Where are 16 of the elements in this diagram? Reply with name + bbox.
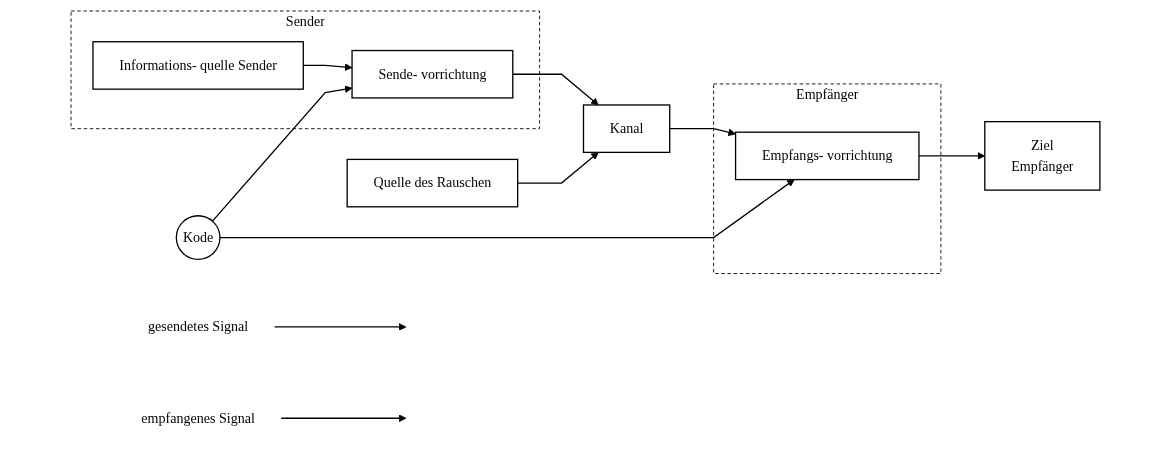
node-circle: Kode bbox=[175, 215, 221, 260]
arrow bbox=[280, 414, 407, 423]
arrow bbox=[669, 128, 736, 137]
node-box: Sende- vorrichtung bbox=[351, 49, 514, 99]
arrow bbox=[512, 73, 599, 106]
node-box: Quelle des Rauschen bbox=[346, 158, 519, 208]
arrow bbox=[273, 323, 407, 331]
node-box: Kanal bbox=[582, 104, 671, 154]
node-text: empfangenes Signal bbox=[141, 410, 255, 426]
arrow bbox=[517, 152, 599, 184]
node-box: Ziel Empfänger bbox=[984, 121, 1101, 191]
arrow bbox=[211, 85, 353, 222]
node-text: gesendetes Signal bbox=[148, 319, 249, 334]
arrow bbox=[219, 179, 795, 239]
node-box: Informations- quelle Sender bbox=[92, 41, 304, 90]
node-box: Empfangs- vorrichtung bbox=[734, 131, 920, 181]
